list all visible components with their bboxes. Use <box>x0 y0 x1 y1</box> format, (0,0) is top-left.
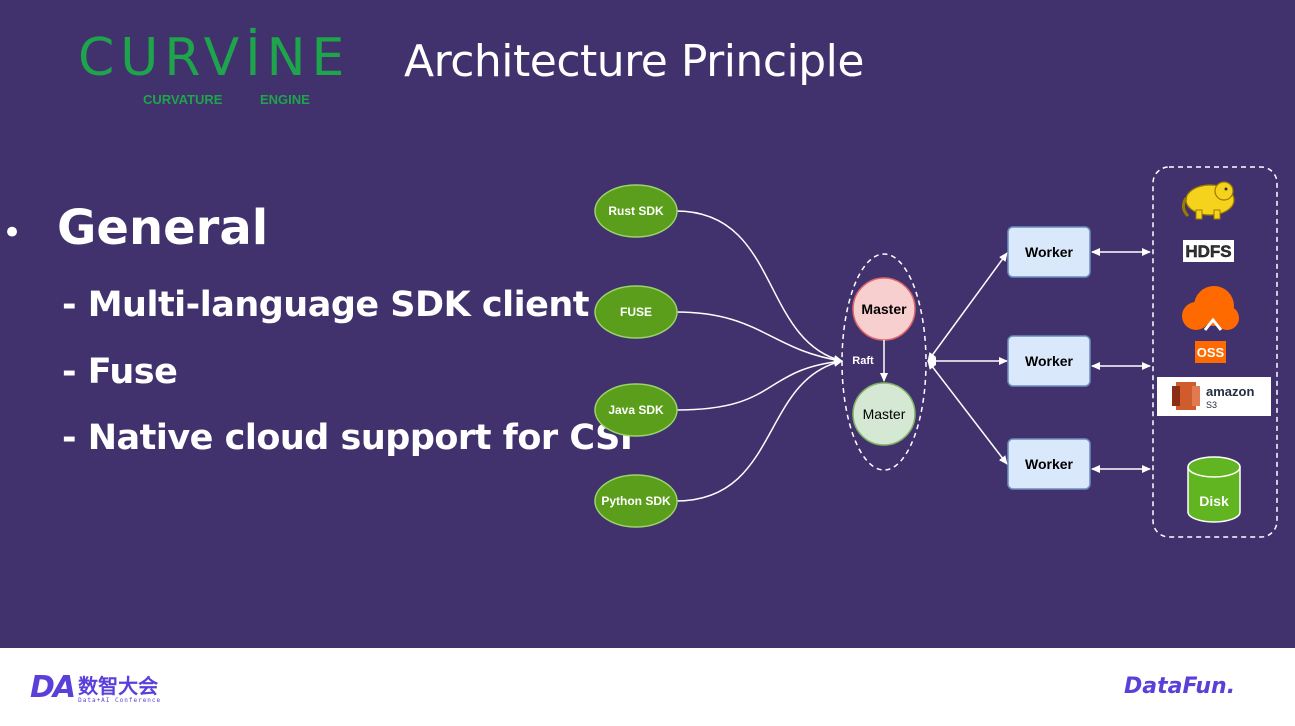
connection-python <box>675 358 843 502</box>
curvine-logo: CURVİNE <box>78 28 351 88</box>
worker-3: Worker <box>1007 438 1091 490</box>
da-logo-cn: 数智大会 <box>78 674 159 698</box>
connection-rust <box>675 210 843 363</box>
master-label: Master <box>863 406 906 422</box>
worker-1: Worker <box>1007 226 1091 278</box>
storage-boundary <box>1152 166 1278 538</box>
client-label: Java SDK <box>608 403 664 417</box>
master-primary: Master <box>852 277 916 341</box>
client-java-sdk: Java SDK <box>594 383 678 437</box>
amazon-s3-badge: amazon S3 <box>1157 377 1271 416</box>
bullet-item-sdk: - Multi-language SDK client <box>62 285 590 325</box>
oss-badge: OSS <box>1195 341 1226 363</box>
s3-label: S3 <box>1206 400 1217 410</box>
oss-label: OSS <box>1197 345 1225 360</box>
hdfs-badge: HDFS <box>1183 240 1234 262</box>
hadoop-elephant-icon <box>1181 181 1235 220</box>
curvine-logo-sub-right: ENGINE <box>260 92 310 107</box>
client-rust-sdk: Rust SDK <box>594 184 678 238</box>
client-python-sdk: Python SDK <box>594 474 678 528</box>
raft-label: Raft <box>852 355 874 367</box>
curvine-logo-sub-left: CURVATURE <box>143 92 223 107</box>
master-label: Master <box>861 301 907 317</box>
client-label: Python SDK <box>601 494 671 508</box>
worker-label: Worker <box>1025 456 1074 472</box>
worker-label: Worker <box>1025 244 1074 260</box>
client-label: Rust SDK <box>608 204 664 218</box>
disk-label: Disk <box>1199 493 1229 509</box>
da-logo-sub: Data+AI Conference <box>78 697 162 704</box>
bullet-item-fuse: - Fuse <box>62 352 178 392</box>
connection-worker-1 <box>927 252 1008 362</box>
connection-fuse <box>675 311 843 364</box>
client-fuse: FUSE <box>594 285 678 339</box>
bullet-item-csi: - Native cloud support for CSI <box>62 418 633 458</box>
amazon-label: amazon <box>1206 384 1254 399</box>
worker-2: Worker <box>1007 335 1091 387</box>
da-logo-mark: DA <box>30 670 76 705</box>
bullet-dot: • <box>2 213 23 253</box>
s3-bucket-icon <box>1172 382 1200 410</box>
hdfs-label: HDFS <box>1185 242 1231 261</box>
client-connections <box>675 210 843 502</box>
connection-worker-3 <box>927 360 1008 465</box>
worker-storage-connections <box>1091 248 1151 473</box>
client-label: FUSE <box>620 305 652 319</box>
bullet-heading: General <box>57 200 269 256</box>
disk-cylinder-icon: Disk <box>1187 456 1241 523</box>
worker-label: Worker <box>1025 353 1074 369</box>
master-worker-connections <box>927 252 1008 465</box>
datafun-logo-text: DataFun. <box>1124 674 1236 699</box>
master-cluster-boundary <box>841 253 927 471</box>
architecture-diagram: Rust SDK FUSE Java SDK Python SDK Master… <box>594 166 1278 538</box>
slide-title: Architecture Principle <box>404 36 864 87</box>
connection-java <box>675 357 843 411</box>
da-conference-logo: DA 数智大会 Data+AI Conference <box>30 670 162 705</box>
oss-cloud-icon <box>1182 286 1239 331</box>
footer-bar <box>0 648 1295 726</box>
datafun-logo: DataFun. <box>1124 674 1235 699</box>
master-standby: Master <box>852 382 916 446</box>
